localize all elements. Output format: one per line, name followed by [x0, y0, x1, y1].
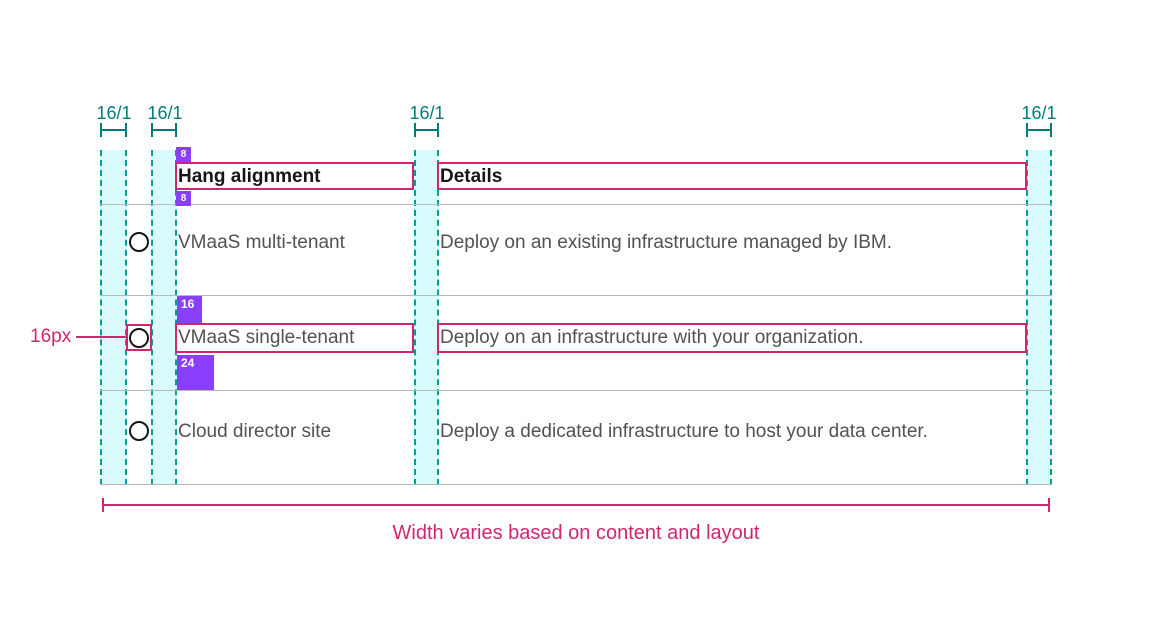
width-caption: Width varies based on content and layout [392, 522, 760, 544]
row-details-highlight-box [437, 323, 1027, 353]
header-details-highlight-box [437, 162, 1027, 190]
measure-label-middle-gutter: 16/1 [409, 103, 445, 123]
radio-size-label: 16px [30, 326, 72, 347]
row-details: Deploy a dedicated infrastructure to hos… [440, 421, 928, 442]
row-details: Deploy on an infrastructure with your or… [440, 327, 864, 348]
measure-ibeam-icon [151, 123, 177, 137]
spacer-block-24: 24 [177, 355, 214, 390]
spacer-badge-8-bottom: 8 [176, 191, 191, 206]
width-measure-ibeam-icon [102, 498, 1050, 512]
spacing-column-left-margin [100, 150, 127, 485]
radio-button[interactable] [129, 421, 149, 441]
measure-label-hang-gutter: 16/1 [147, 103, 183, 123]
spacer-badge-8-top: 8 [176, 147, 191, 162]
row-label: VMaaS single-tenant [178, 327, 355, 348]
column-header-details: Details [440, 166, 503, 187]
column-header-hang-alignment: Hang alignment [178, 166, 321, 187]
spacer-block-16: 16 [177, 296, 202, 323]
row-divider [100, 484, 1052, 485]
header-hang-highlight-box [175, 162, 414, 190]
spacing-column-hang-gutter [151, 150, 177, 485]
annotation-leader-line [76, 336, 126, 338]
row-details: Deploy on an existing infrastructure man… [440, 232, 893, 253]
measure-ibeam-icon [414, 123, 439, 137]
measure-label-right-margin: 16/1 [1021, 103, 1057, 123]
radio-button[interactable] [129, 232, 149, 252]
measure-ibeam-icon [100, 123, 127, 137]
spacing-column-right-margin [1026, 150, 1052, 485]
row-divider [100, 390, 1052, 391]
radio-highlight-box [126, 324, 152, 351]
row-divider [100, 295, 1052, 296]
row-label-highlight-box [175, 323, 414, 353]
measure-label-left-margin: 16/1 [96, 103, 132, 123]
radio-button[interactable] [129, 328, 149, 348]
row-label: VMaaS multi-tenant [178, 232, 345, 253]
row-divider [100, 204, 1052, 205]
spacing-column-middle-gutter [414, 150, 439, 485]
row-label: Cloud director site [178, 421, 332, 442]
measure-ibeam-icon [1026, 123, 1052, 137]
